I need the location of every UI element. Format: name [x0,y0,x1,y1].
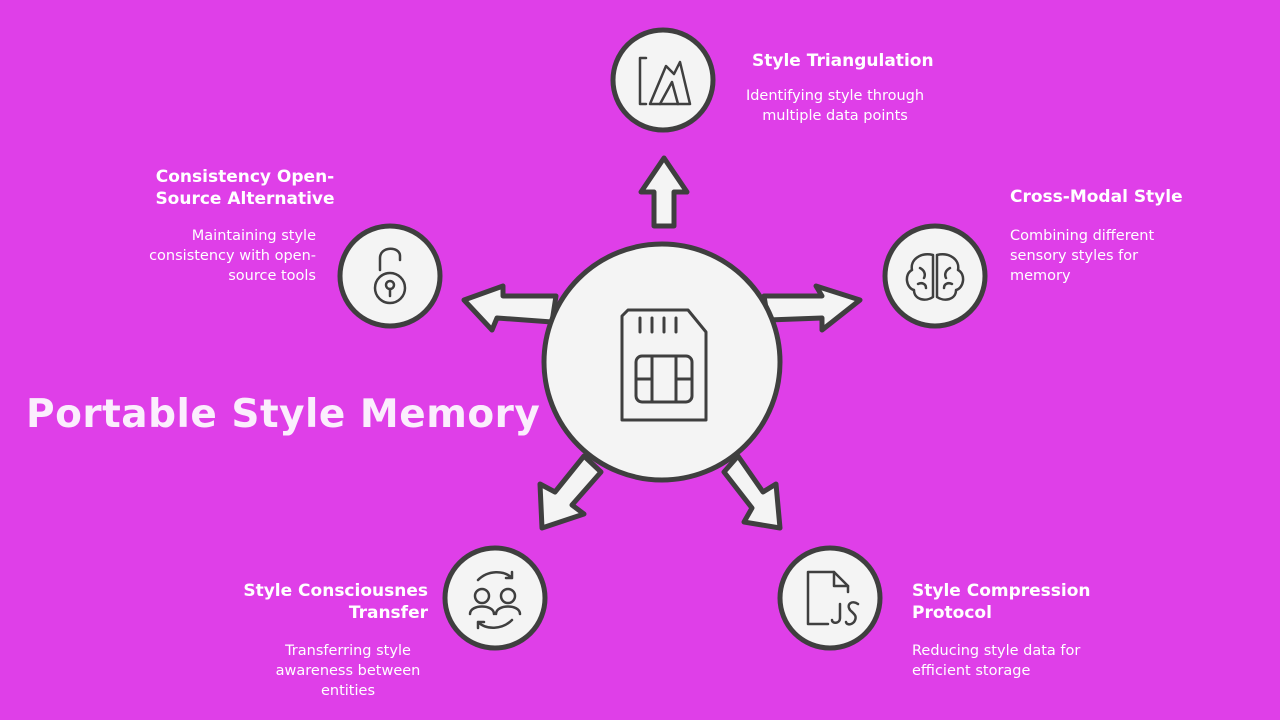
triangulation-description: Identifying style through multiple data … [745,88,925,124]
arrow-to-compression [721,453,783,531]
consistency-description: Maintaining style consistency with open-… [149,228,316,284]
arrow-to-triangulation [638,155,690,229]
compression-description: Reducing style data for efficient storag… [912,643,1081,679]
diagram-title: Portable Style Memory [26,392,541,437]
cross-modal-title: Cross-Modal Style [1010,187,1183,207]
sim-card-icon [620,308,708,422]
consciousness-title: Style Consciousnes Transfer [243,581,428,623]
compression-title: Style Compression Protocol [912,581,1091,623]
arrow-to-consistency [461,283,559,333]
consciousness-description: Transferring style awareness between ent… [275,643,421,699]
open-lock-icon [373,247,407,305]
cross-modal-description: Combining different sensory styles for m… [1010,228,1155,284]
central-hub [541,241,783,483]
node-cross-modal [882,223,988,329]
arrow-to-consciousness [537,453,604,531]
triangulation-title: Style Triangulation [752,51,934,71]
node-consciousness [442,545,548,651]
node-compression [777,545,883,651]
consistency-title: Consistency Open-Source Alternative [155,167,335,209]
js-file-icon [806,570,860,626]
arrow-to-cross-modal [761,283,863,333]
brain-icon [905,253,965,301]
mountain-chart-icon [638,56,692,106]
node-consistency [337,223,443,329]
node-triangulation [610,27,716,133]
people-exchange-icon [468,570,522,630]
